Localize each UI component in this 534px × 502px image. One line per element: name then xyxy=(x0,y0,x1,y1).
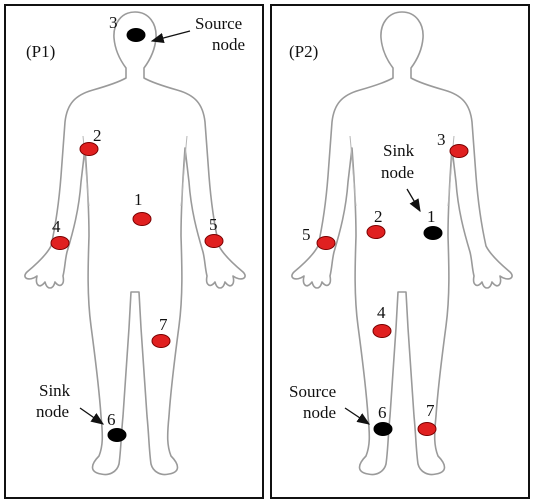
node-5 xyxy=(205,235,223,248)
node-5 xyxy=(317,237,335,250)
source-callout-line1: Source xyxy=(289,382,336,401)
source-callout-line2: node xyxy=(303,403,336,422)
node-label-3: 3 xyxy=(437,130,446,149)
node-1 xyxy=(133,213,151,226)
panel-label: (P2) xyxy=(289,42,318,61)
node-label-4: 4 xyxy=(52,217,61,236)
node-7 xyxy=(418,423,436,436)
node-3 xyxy=(450,145,468,158)
node-label-1: 1 xyxy=(427,207,436,226)
node-label-2: 2 xyxy=(93,126,102,145)
sink-callout-line2: node xyxy=(36,402,69,421)
sink-callout-line1: Sink xyxy=(383,141,415,160)
node-4 xyxy=(373,325,391,338)
node-label-1: 1 xyxy=(134,190,143,209)
node-2 xyxy=(367,226,385,239)
panel-p2: (P2) 3 1 2 5 4 6 7 Sink node Source node xyxy=(271,5,529,498)
sink-callout-line1: Sink xyxy=(39,381,71,400)
node-6-sink xyxy=(108,429,126,442)
node-label-2: 2 xyxy=(374,207,383,226)
node-label-5: 5 xyxy=(302,225,311,244)
node-4 xyxy=(51,237,69,250)
node-label-6: 6 xyxy=(107,410,116,429)
node-label-4: 4 xyxy=(377,303,386,322)
source-callout-line2: node xyxy=(212,35,245,54)
source-callout-line1: Source xyxy=(195,14,242,33)
node-label-6: 6 xyxy=(378,403,387,422)
node-label-5: 5 xyxy=(209,215,218,234)
node-label-7: 7 xyxy=(426,401,435,420)
panel-p1: (P1) 3 2 1 4 5 7 6 Source node Sink node xyxy=(5,5,263,498)
node-3-source xyxy=(127,29,145,42)
node-label-3: 3 xyxy=(109,13,118,32)
node-label-7: 7 xyxy=(159,315,168,334)
node-6-source xyxy=(374,423,392,436)
node-1-sink xyxy=(424,227,442,240)
node-7 xyxy=(152,335,170,348)
sink-callout-line2: node xyxy=(381,163,414,182)
panel-label: (P1) xyxy=(26,42,55,61)
